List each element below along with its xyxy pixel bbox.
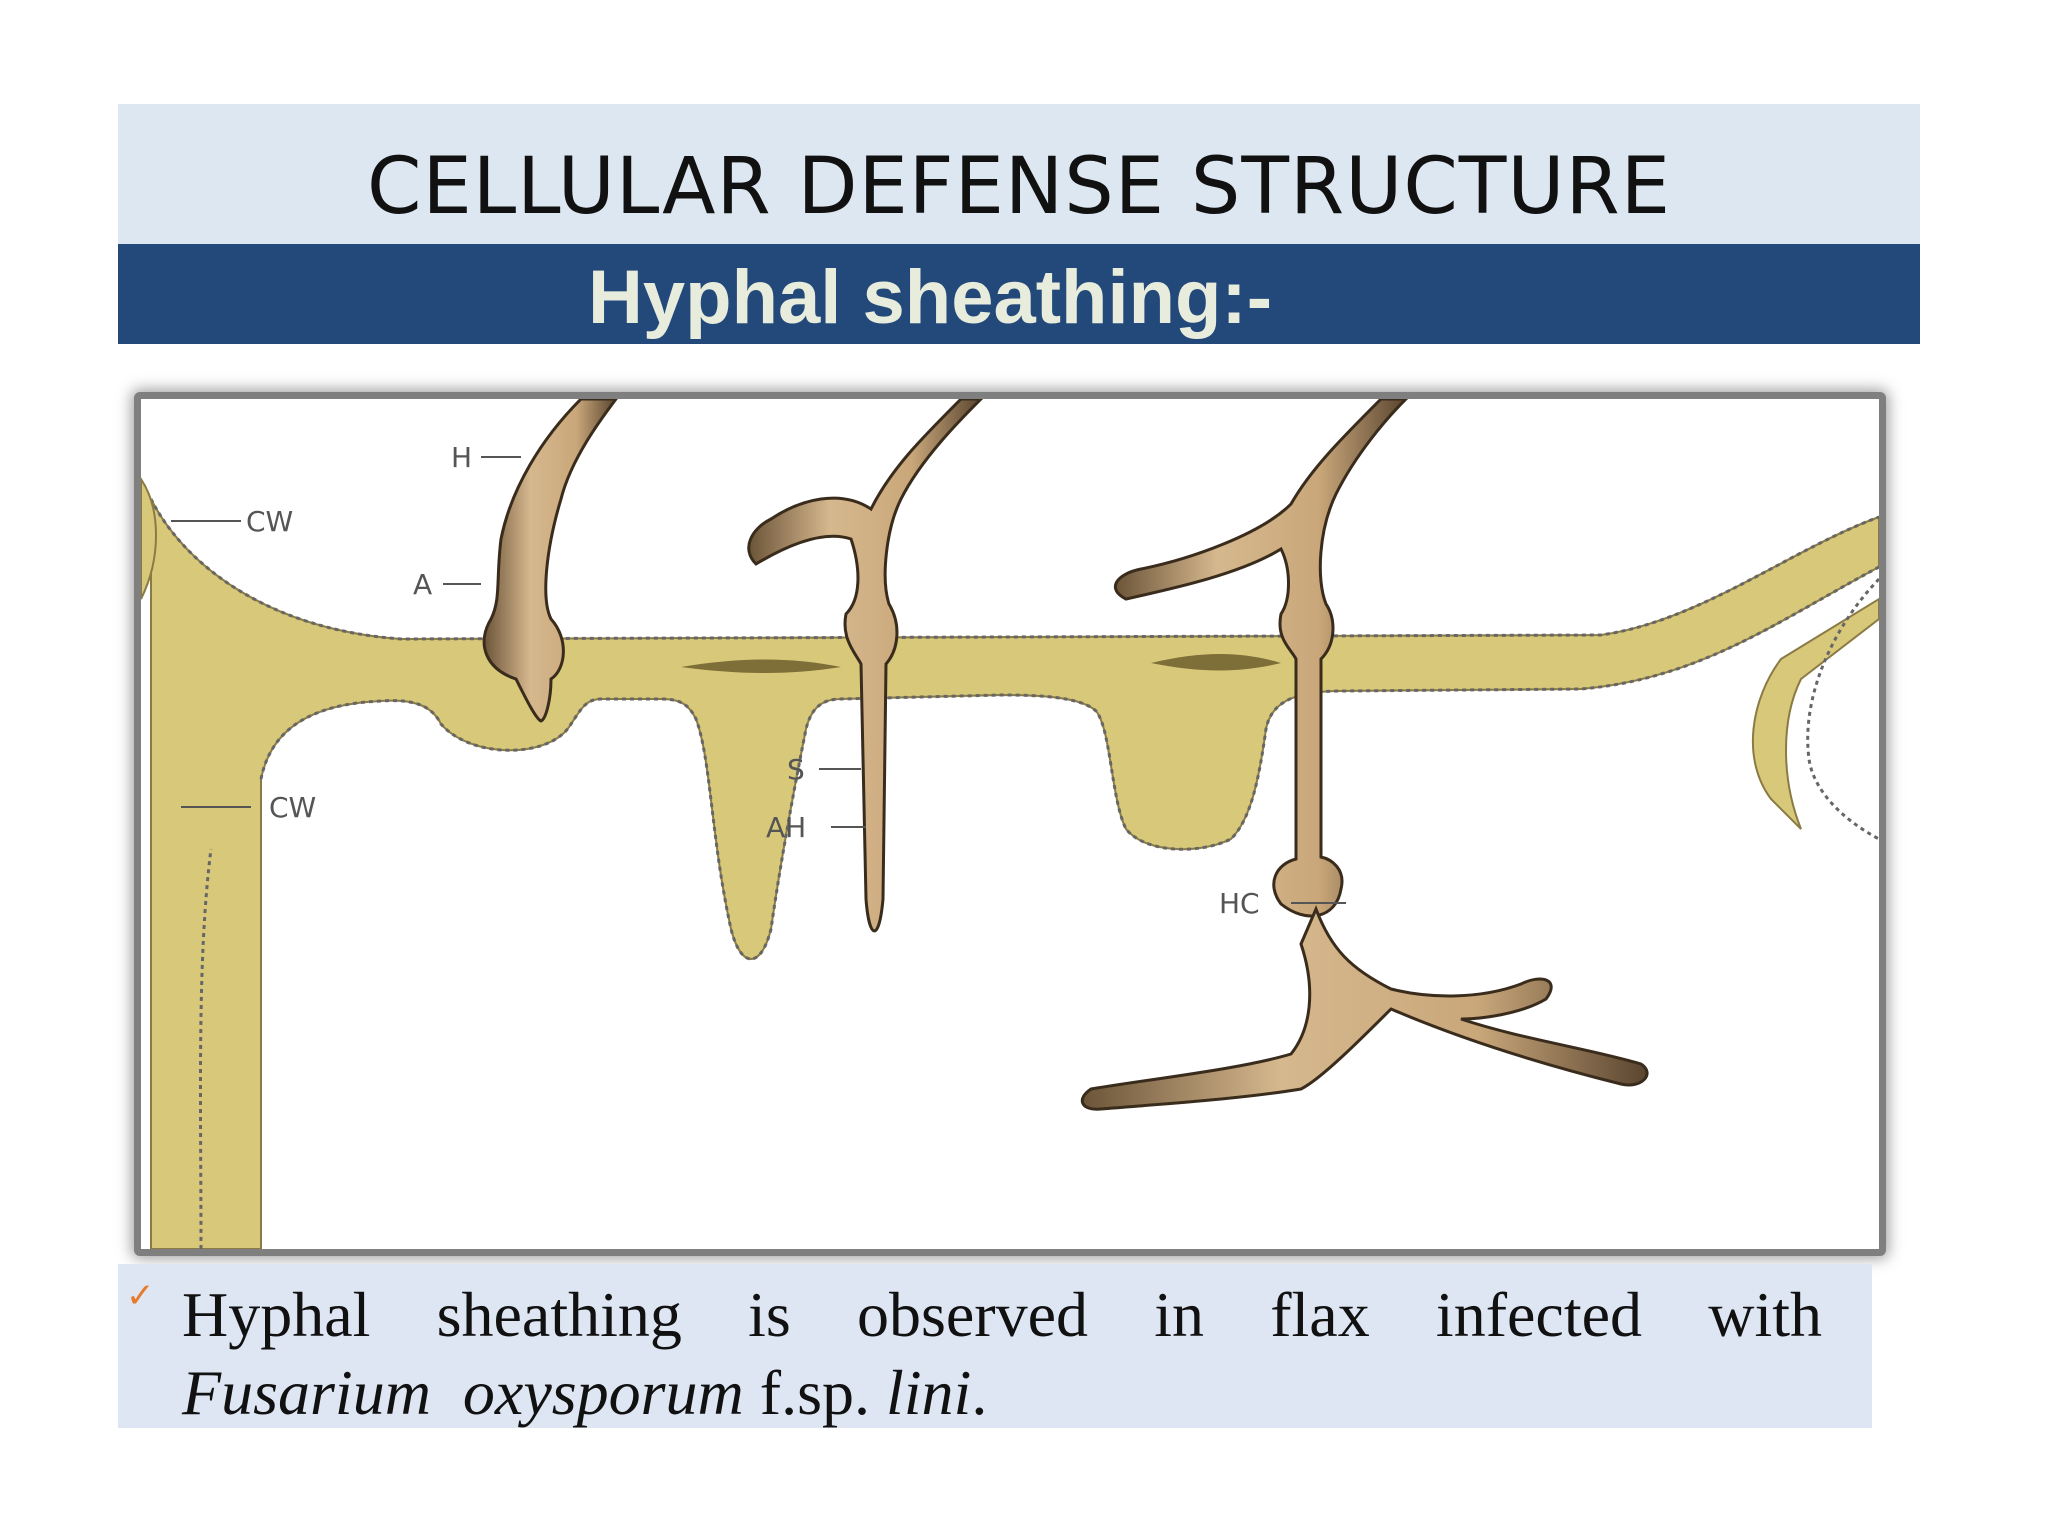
left-cell-wall	[141, 477, 157, 600]
checkmark-icon: ✓	[126, 1276, 155, 1316]
label-s: S	[787, 753, 805, 786]
hypha-1	[482, 399, 618, 723]
caption-genus: Fusarium	[182, 1357, 431, 1428]
right-cell-outline	[1806, 577, 1879, 841]
right-cell-wall	[1751, 597, 1879, 830]
caption-special-form: lini	[885, 1357, 972, 1428]
diagram-svg: H CW A CW S AH HC	[141, 399, 1879, 1249]
subtitle-band: Hyphal sheathing:-	[118, 244, 1920, 344]
label-h: H	[451, 441, 472, 474]
slide-subtitle: Hyphal sheathing:-	[588, 255, 1273, 340]
caption-forma: f.sp.	[759, 1357, 870, 1428]
membrane-outline	[259, 565, 1879, 961]
caption-species: oxysporum	[462, 1357, 744, 1428]
hypha-3-intracellular-branch	[1080, 904, 1649, 1111]
caption-end: .	[971, 1357, 988, 1428]
caption-band: ✓ Hyphal sheathing is observed in flax i…	[118, 1264, 1872, 1428]
label-cw-left: CW	[269, 791, 316, 824]
middle-lamella	[681, 654, 1281, 673]
caption-line-2: Fusarium oxysporum f.sp. lini.	[182, 1356, 987, 1430]
hypha-3	[1113, 399, 1409, 918]
hypha-2	[747, 399, 984, 933]
hyphal-sheathing-figure: H CW A CW S AH HC	[134, 392, 1886, 1256]
slide-title: CELLULAR DEFENSE STRUCTURE	[366, 142, 1671, 232]
caption-line-1: Hyphal sheathing is observed in flax inf…	[182, 1279, 1822, 1350]
label-leaders	[171, 456, 1346, 904]
title-band: CELLULAR DEFENSE STRUCTURE	[118, 104, 1920, 244]
upper-cell-wall	[150, 498, 1879, 1249]
label-hc: HC	[1219, 887, 1260, 920]
label-cw-top: CW	[246, 505, 293, 538]
left-membrane-outline	[198, 848, 213, 1249]
label-a: A	[413, 568, 432, 601]
label-ah: AH	[766, 811, 806, 844]
upper-wall-outline	[149, 498, 1879, 641]
